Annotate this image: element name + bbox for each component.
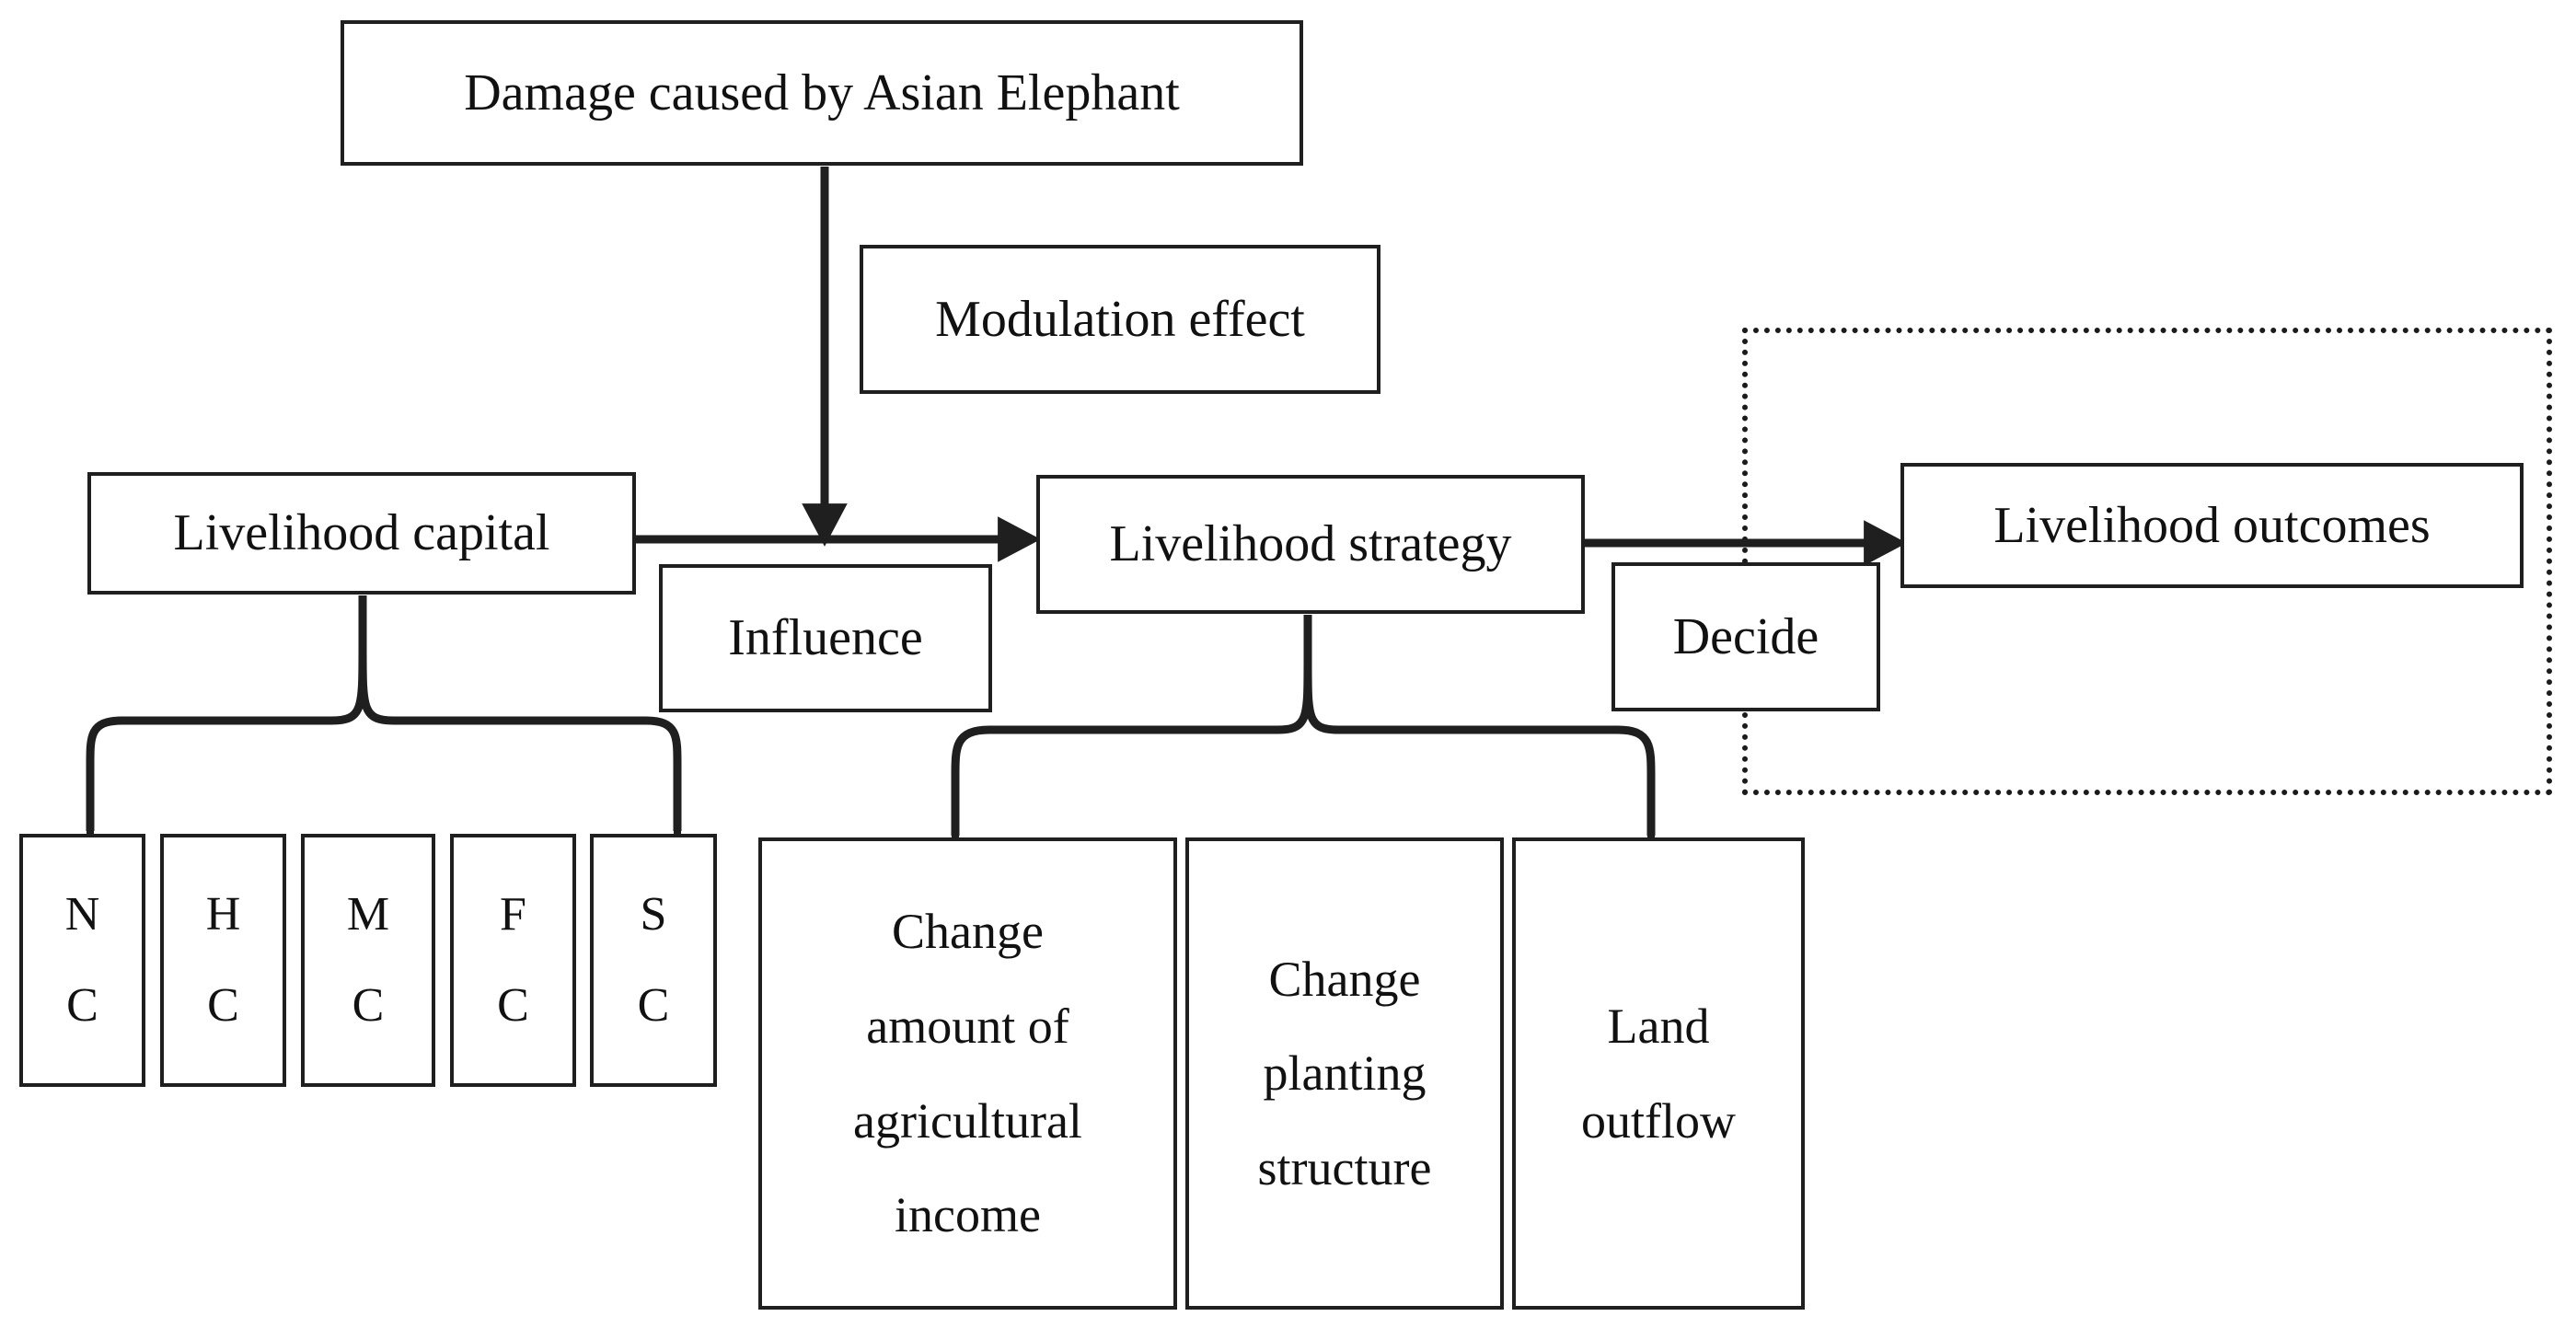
capital-component-hc-label: H C <box>205 887 241 1032</box>
capital-component-sc-box: S C <box>590 834 717 1087</box>
brace-strategy-components <box>951 615 1656 836</box>
decide-box: Decide <box>1611 562 1880 711</box>
capital-component-nc-box: N C <box>19 834 145 1087</box>
strategy-component-income-label: Change amount of agricultural income <box>853 904 1082 1243</box>
capital-component-fc-label: F C <box>497 887 529 1032</box>
livelihood-outcomes-label: Livelihood outcomes <box>1993 496 2431 554</box>
modulation-effect-box: Modulation effect <box>860 245 1380 394</box>
capital-component-hc-box: H C <box>160 834 286 1087</box>
capital-component-sc-label: S C <box>637 887 670 1032</box>
brace-capital-components <box>86 595 682 831</box>
influence-box: Influence <box>659 564 992 712</box>
capital-component-fc-box: F C <box>450 834 576 1087</box>
strategy-component-land-outflow-box: Land outflow <box>1512 837 1805 1310</box>
livelihood-outcomes-box: Livelihood outcomes <box>1900 463 2524 588</box>
livelihood-capital-label: Livelihood capital <box>173 504 550 562</box>
strategy-component-income-box: Change amount of agricultural income <box>758 837 1177 1310</box>
modulation-effect-label: Modulation effect <box>935 290 1305 348</box>
livelihood-capital-box: Livelihood capital <box>87 472 636 595</box>
capital-component-mc-box: M C <box>301 834 435 1087</box>
strategy-component-planting-label: Change planting structure <box>1257 951 1432 1195</box>
outcomes-dotted-group-region <box>1742 328 2552 795</box>
decide-label: Decide <box>1672 607 1819 665</box>
strategy-component-land-outflow-label: Land outflow <box>1581 998 1736 1149</box>
capital-component-nc-label: N C <box>64 887 100 1032</box>
influence-label: Influence <box>728 609 923 667</box>
livelihood-strategy-box: Livelihood strategy <box>1036 475 1585 614</box>
capital-component-mc-label: M C <box>346 887 390 1032</box>
livelihood-strategy-label: Livelihood strategy <box>1109 515 1512 573</box>
damage-source-label: Damage caused by Asian Elephant <box>464 64 1180 121</box>
strategy-component-planting-box: Change planting structure <box>1185 837 1504 1310</box>
damage-source-box: Damage caused by Asian Elephant <box>341 20 1303 166</box>
